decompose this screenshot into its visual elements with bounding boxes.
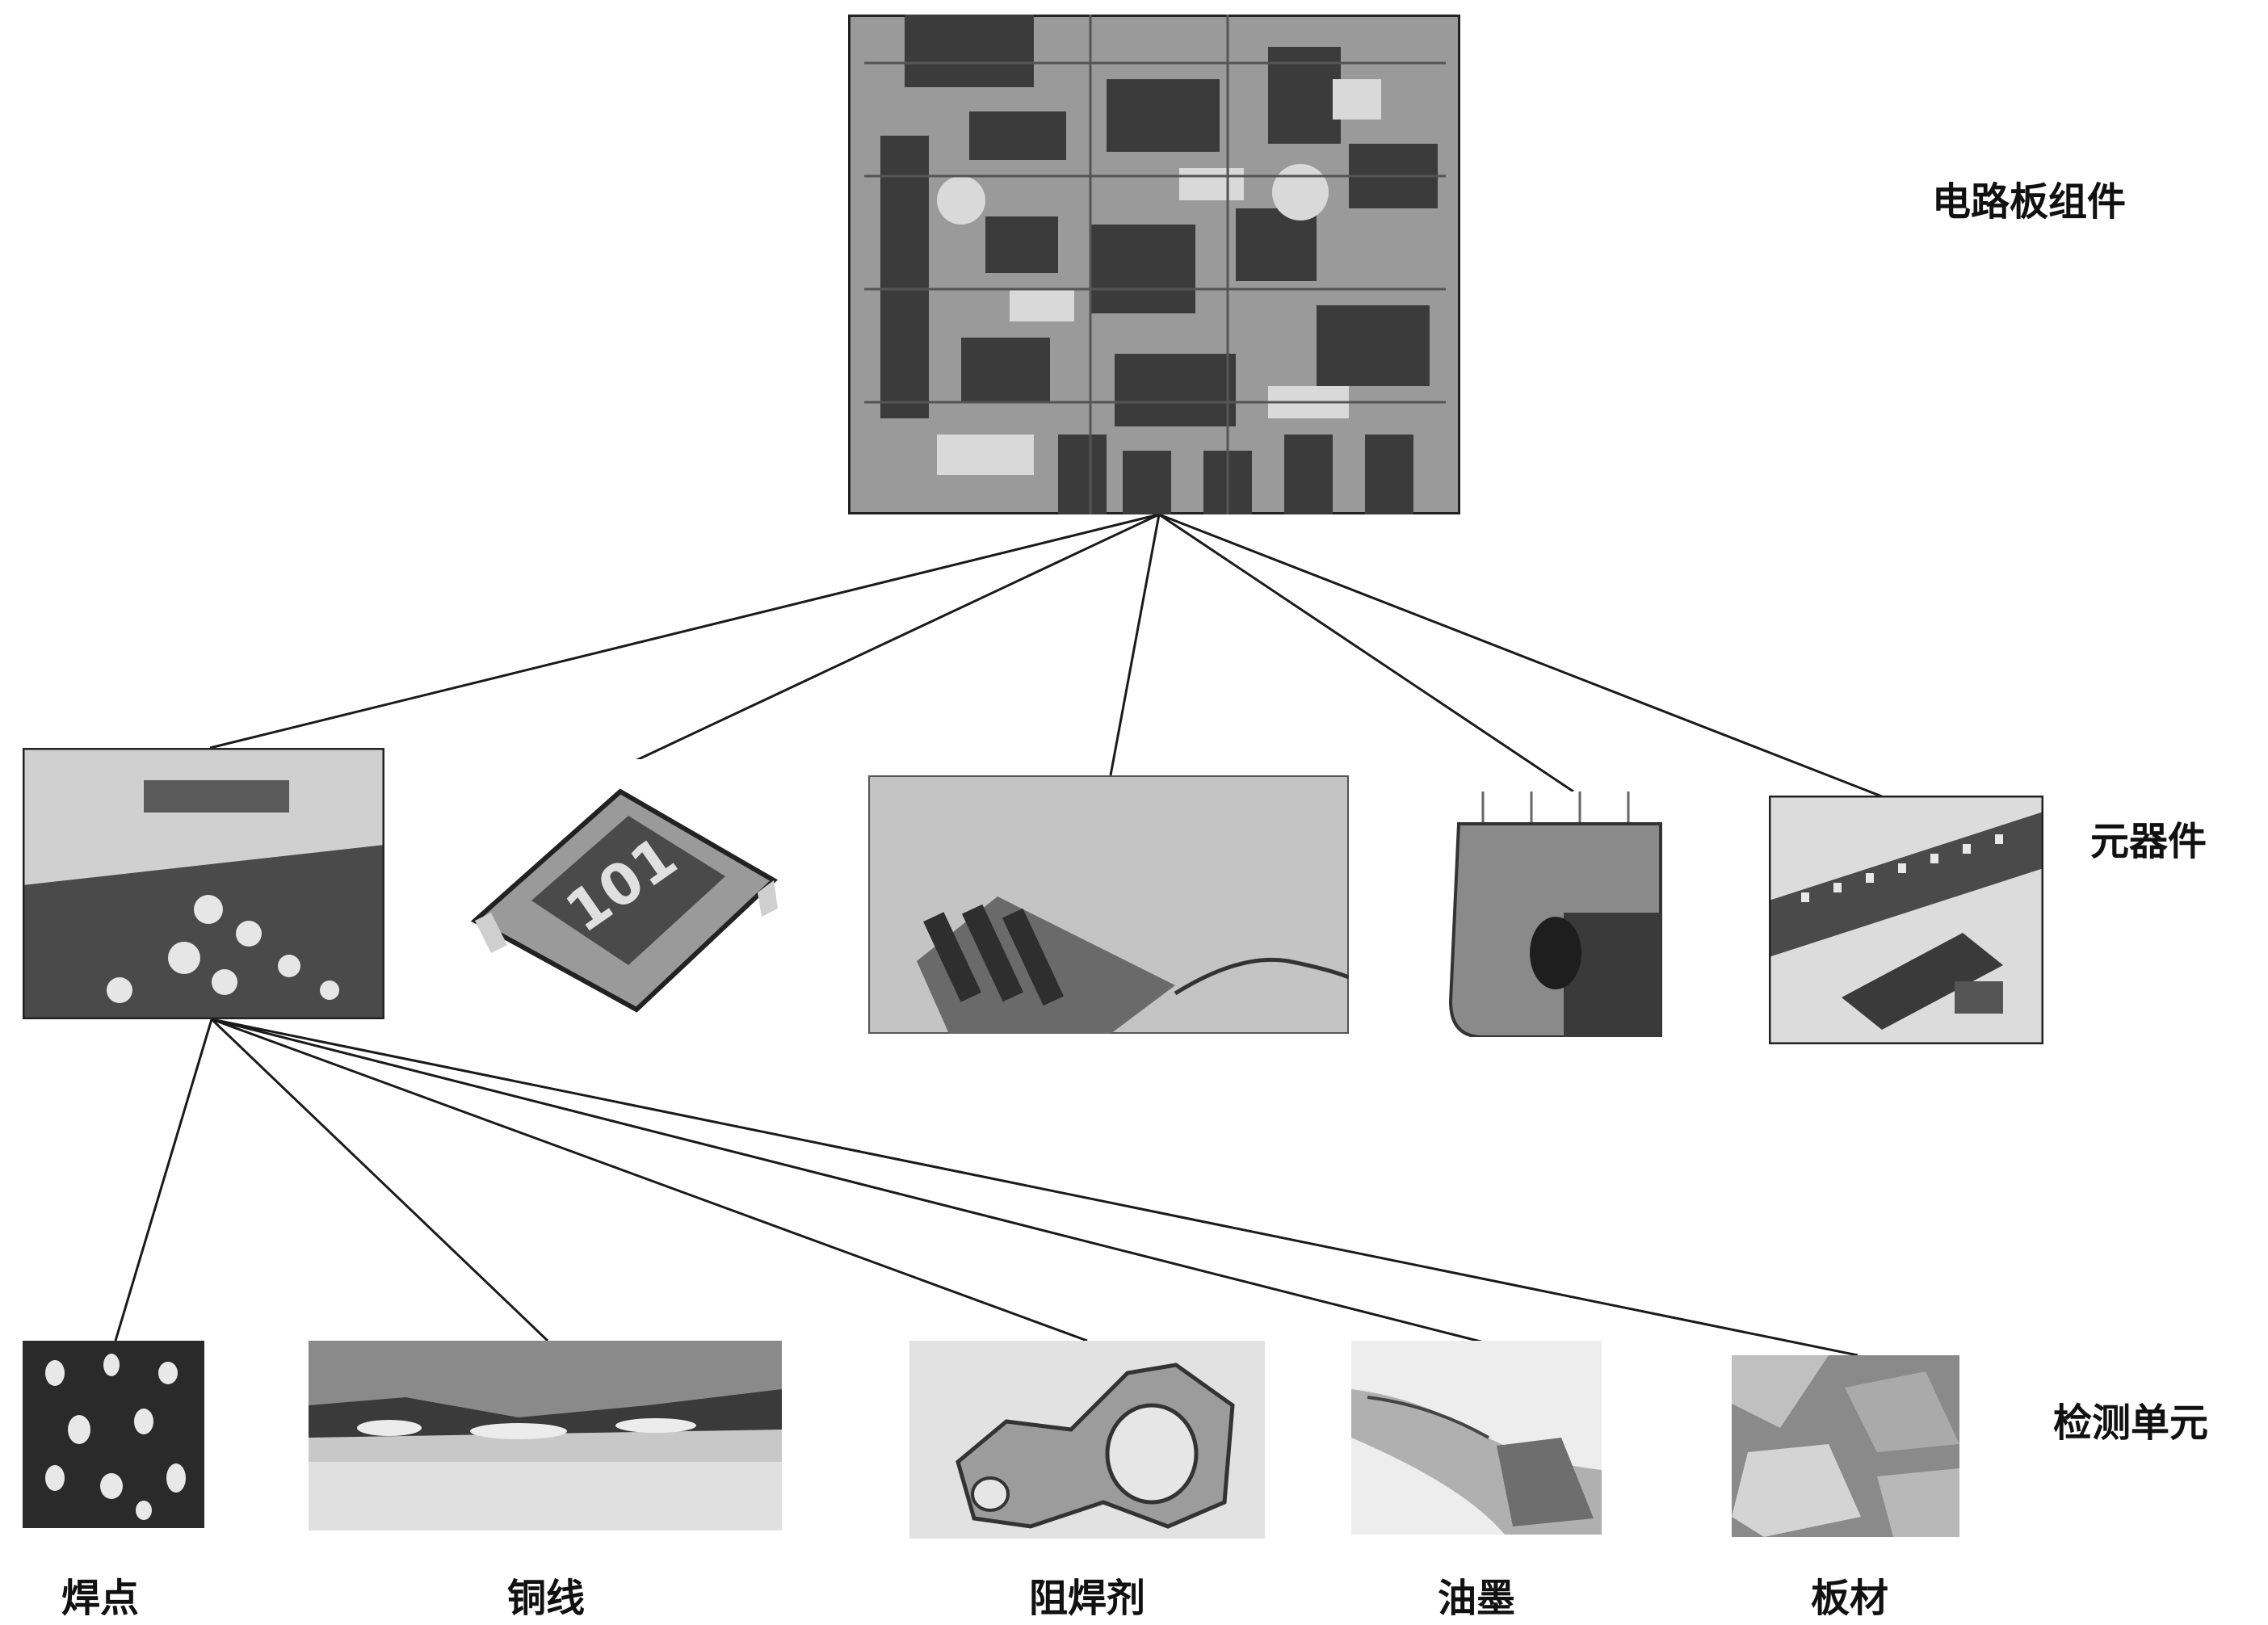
link-component-unit-3 (211, 1018, 1088, 1342)
link-component-unit-1 (114, 1018, 213, 1342)
circuit-board-photo (848, 15, 1460, 514)
unit-caption-1: 焊点 (61, 1576, 140, 1621)
link-board-component-5 (1158, 513, 1891, 801)
component-photo-5 (1769, 796, 2043, 1044)
unit-photo-copper-trace (309, 1341, 782, 1531)
unit-caption-3: 阻焊剂 (1028, 1576, 1146, 1621)
unit-caption-2: 铜线 (506, 1576, 586, 1621)
level-label-units: 检测单元 (2053, 1400, 2209, 1446)
unit-photo-solder-resist (909, 1341, 1265, 1539)
component-photo-4 (1434, 792, 1677, 1037)
unit-photo-solder-joint (23, 1341, 204, 1528)
level-label-components: 元器件 (2090, 819, 2207, 864)
link-board-component-1 (209, 513, 1160, 750)
link-board-component-3 (1109, 514, 1161, 776)
level-label-board: 电路板组件 (1932, 179, 2127, 225)
component-photo-2: 101 (459, 759, 790, 1026)
link-component-unit-4 (211, 1018, 1491, 1346)
link-board-component-2 (629, 513, 1160, 765)
link-component-unit-5 (211, 1018, 1858, 1357)
component-photo-1 (23, 748, 384, 1019)
link-component-unit-2 (210, 1018, 549, 1342)
unit-caption-4: 油墨 (1437, 1576, 1516, 1621)
component-photo-3 (868, 775, 1349, 1034)
unit-caption-5: 板材 (1810, 1576, 1889, 1621)
link-board-component-4 (1158, 513, 1574, 793)
unit-photo-ink (1351, 1341, 1602, 1535)
unit-photo-substrate (1732, 1355, 1959, 1537)
